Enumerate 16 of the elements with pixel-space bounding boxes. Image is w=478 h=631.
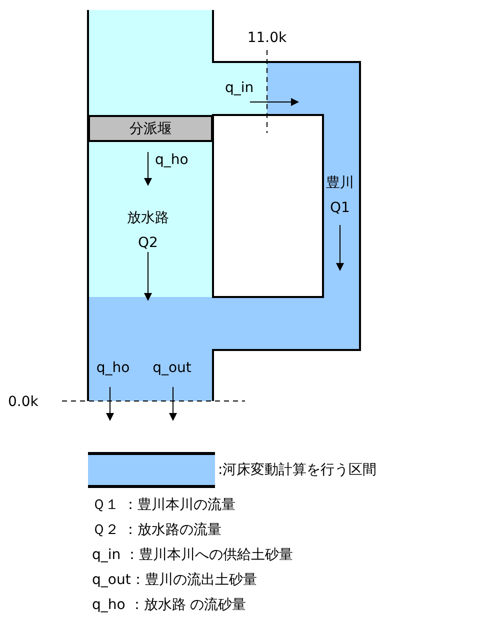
legend-text: q_out：豊川の流出土砂量 [92, 572, 257, 588]
legend-text: q_ho ：放水路 の流砂量 [92, 597, 246, 613]
river-name: 豊川 [326, 175, 354, 191]
flow-label: Q1 [330, 200, 350, 216]
legend-text: Ｑ１ ：豊川本川の流量 [92, 497, 236, 513]
weir-box: 分派堰 [88, 115, 213, 142]
flow-label: q_in [225, 80, 254, 96]
station-label: 11.0k [247, 30, 287, 46]
legend-text: :河床変動計算を行う区間 [218, 462, 377, 478]
legend-text: q_in ：豊川本川への供給土砂量 [92, 547, 294, 563]
flow-label: Q2 [138, 235, 158, 251]
flow-label: q_ho [96, 360, 130, 376]
channel-name: 放水路 [127, 210, 169, 226]
legend-text: Ｑ２ ：放水路の流量 [92, 522, 222, 538]
station-label: 0.0k [8, 394, 38, 410]
flow-label: q_out [152, 360, 192, 376]
